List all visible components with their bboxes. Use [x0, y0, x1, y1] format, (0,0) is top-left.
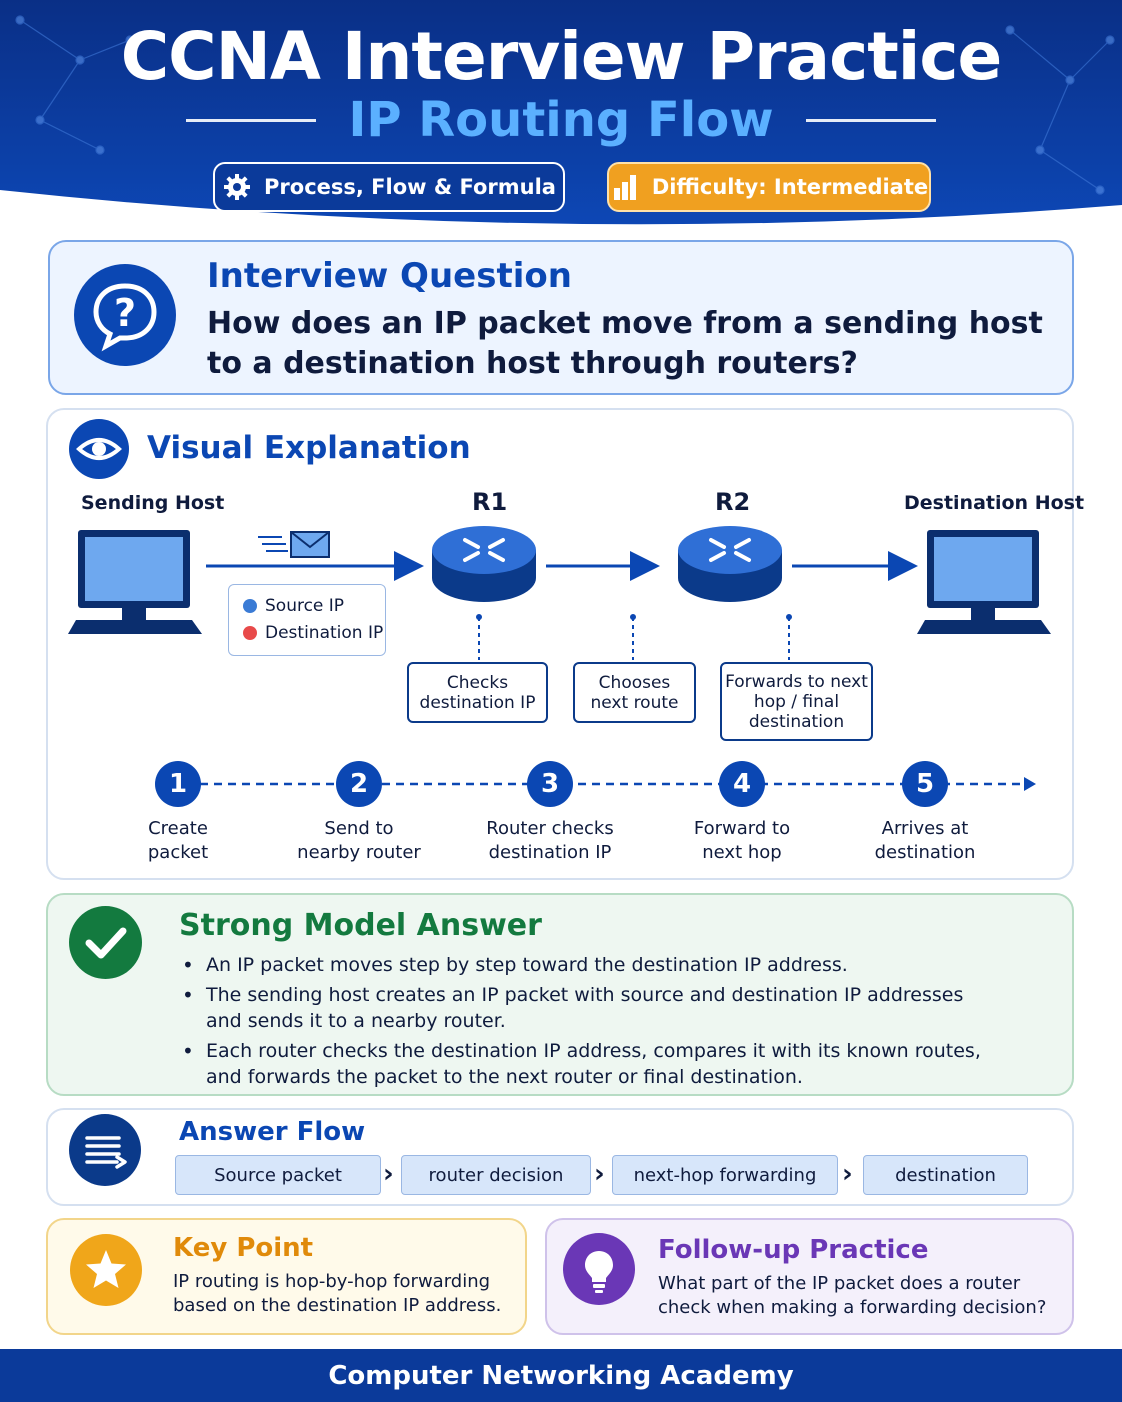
sending-computer-icon — [68, 530, 202, 634]
answer-bullet-list: An IP packet moves step by step toward t… — [180, 952, 1000, 1094]
difficulty-pill-label: Difficulty: Intermediate — [651, 175, 929, 199]
lightbulb-icon — [563, 1233, 635, 1305]
step-4-line-2: next hop — [702, 842, 782, 863]
footer: Computer Networking Academy — [0, 1349, 1122, 1402]
step-5-line-1: Arrives at — [881, 818, 969, 839]
key-point-card — [46, 1218, 527, 1335]
callout-forwards-next-hop: Forwards to next hop / final destination — [720, 662, 873, 741]
callout-2-line-1: Chooses — [598, 672, 671, 693]
key-point-text: IP routing is hop-by-hop forwarding base… — [173, 1271, 502, 1316]
step-2-line-1: Send to — [324, 818, 394, 839]
process-pill-label: Process, Flow & Formula — [264, 175, 556, 199]
answer-bullet-2: The sending host creates an IP packet wi… — [180, 982, 1000, 1034]
question-line-1: How does an IP packet move from a sendin… — [207, 306, 1043, 341]
question-icon: ? — [74, 264, 176, 366]
chevron-right-icon: › — [594, 1159, 605, 1189]
router-r1-icon — [432, 526, 536, 602]
step-2-label: Send to nearby router — [279, 817, 439, 865]
visual-heading: Visual Explanation — [147, 430, 471, 466]
page-subtitle: IP Routing Flow — [348, 92, 774, 148]
flow-step-source-packet: Source packet — [175, 1155, 381, 1195]
svg-text:?: ? — [114, 291, 136, 335]
step-3-number: 3 — [527, 761, 573, 807]
interview-question-card — [48, 240, 1074, 395]
flow-heading: Answer Flow — [179, 1117, 366, 1147]
step-5-number: 5 — [902, 761, 948, 807]
sending-host-label: Sending Host — [81, 492, 225, 514]
step-1-number: 1 — [155, 761, 201, 807]
router-r2-icon — [678, 526, 782, 602]
checkmark-icon — [69, 906, 142, 979]
answer-bullet-3: Each router checks the destination IP ad… — [180, 1038, 1000, 1090]
callout-3-line-3: destination — [748, 711, 845, 732]
envelope-icon — [258, 531, 330, 558]
step-3-line-1: Router checks — [486, 818, 614, 839]
flow-step-next-hop: next-hop forwarding — [612, 1155, 838, 1195]
step-4-number: 4 — [719, 761, 765, 807]
step-1-label: Create packet — [98, 817, 258, 865]
answer-heading: Strong Model Answer — [179, 908, 542, 943]
step-2-number: 2 — [336, 761, 382, 807]
destination-computer-icon — [917, 530, 1051, 634]
bar-chart-icon — [613, 175, 636, 200]
timeline-arrowhead — [1024, 777, 1036, 791]
chevron-right-icon: › — [383, 1159, 394, 1189]
step-4-line-1: Forward to — [693, 818, 791, 839]
step-5-label: Arrives at destination — [845, 817, 1005, 865]
follow-up-heading: Follow-up Practice — [658, 1235, 929, 1265]
legend-source-ip-label: Source IP — [265, 596, 345, 616]
r2-label: R2 — [715, 488, 751, 516]
subtitle-line-right — [805, 118, 936, 122]
step-5-line-2: destination — [874, 842, 976, 863]
source-ip-dot — [243, 599, 257, 613]
gear-icon — [224, 174, 251, 200]
difficulty-pill: Difficulty: Intermediate — [607, 162, 931, 212]
page-title: CCNA Interview Practice — [120, 18, 1003, 95]
eye-icon — [69, 419, 129, 479]
subtitle-row: IP Routing Flow — [0, 92, 1122, 148]
question-heading: Interview Question — [207, 256, 572, 296]
step-3-label: Router checks destination IP — [470, 817, 630, 865]
legend-destination-ip-label: Destination IP — [265, 623, 384, 643]
flow-step-destination: destination — [863, 1155, 1028, 1195]
network-diagram — [68, 526, 1051, 791]
callout-3-line-1: Forwards to next — [725, 671, 868, 692]
key-point-heading: Key Point — [173, 1233, 314, 1263]
callout-chooses-route: Chooses next route — [573, 662, 696, 723]
footer-text: Computer Networking Academy — [328, 1360, 794, 1391]
header-banner: CCNA Interview Practice IP Routing Flow … — [0, 0, 1122, 230]
legend-source-ip: Source IP — [243, 596, 344, 616]
destination-ip-dot — [243, 626, 257, 640]
list-arrow-icon — [69, 1114, 141, 1186]
callout-checks-destination: Checks destination IP — [407, 662, 548, 723]
step-3-line-2: destination IP — [488, 842, 612, 863]
follow-up-text: What part of the IP packet does a router… — [658, 1273, 1047, 1318]
callout-2-line-2: next route — [590, 692, 679, 713]
star-icon — [70, 1234, 142, 1306]
question-line-2: to a destination host through routers? — [207, 346, 858, 381]
r1-label: R1 — [472, 488, 508, 516]
question-text: How does an IP packet move from a sendin… — [207, 304, 1047, 384]
step-1-line-1: Create — [148, 818, 208, 839]
step-1-line-2: packet — [147, 842, 209, 863]
destination-host-label: Destination Host — [904, 492, 1085, 514]
answer-bullet-1: An IP packet moves step by step toward t… — [180, 952, 1000, 978]
chevron-right-icon: › — [842, 1159, 853, 1189]
callout-3-line-2: hop / final — [753, 691, 840, 712]
flow-step-router-decision: router decision — [401, 1155, 591, 1195]
ip-legend: Source IP Destination IP — [228, 584, 386, 656]
step-4-label: Forward to next hop — [662, 817, 822, 865]
callout-1-line-1: Checks — [446, 672, 509, 693]
process-pill: Process, Flow & Formula — [213, 162, 565, 212]
subtitle-line-left — [186, 118, 317, 122]
step-2-line-2: nearby router — [297, 842, 421, 863]
legend-destination-ip: Destination IP — [243, 623, 383, 643]
callout-1-line-2: destination IP — [419, 692, 536, 713]
